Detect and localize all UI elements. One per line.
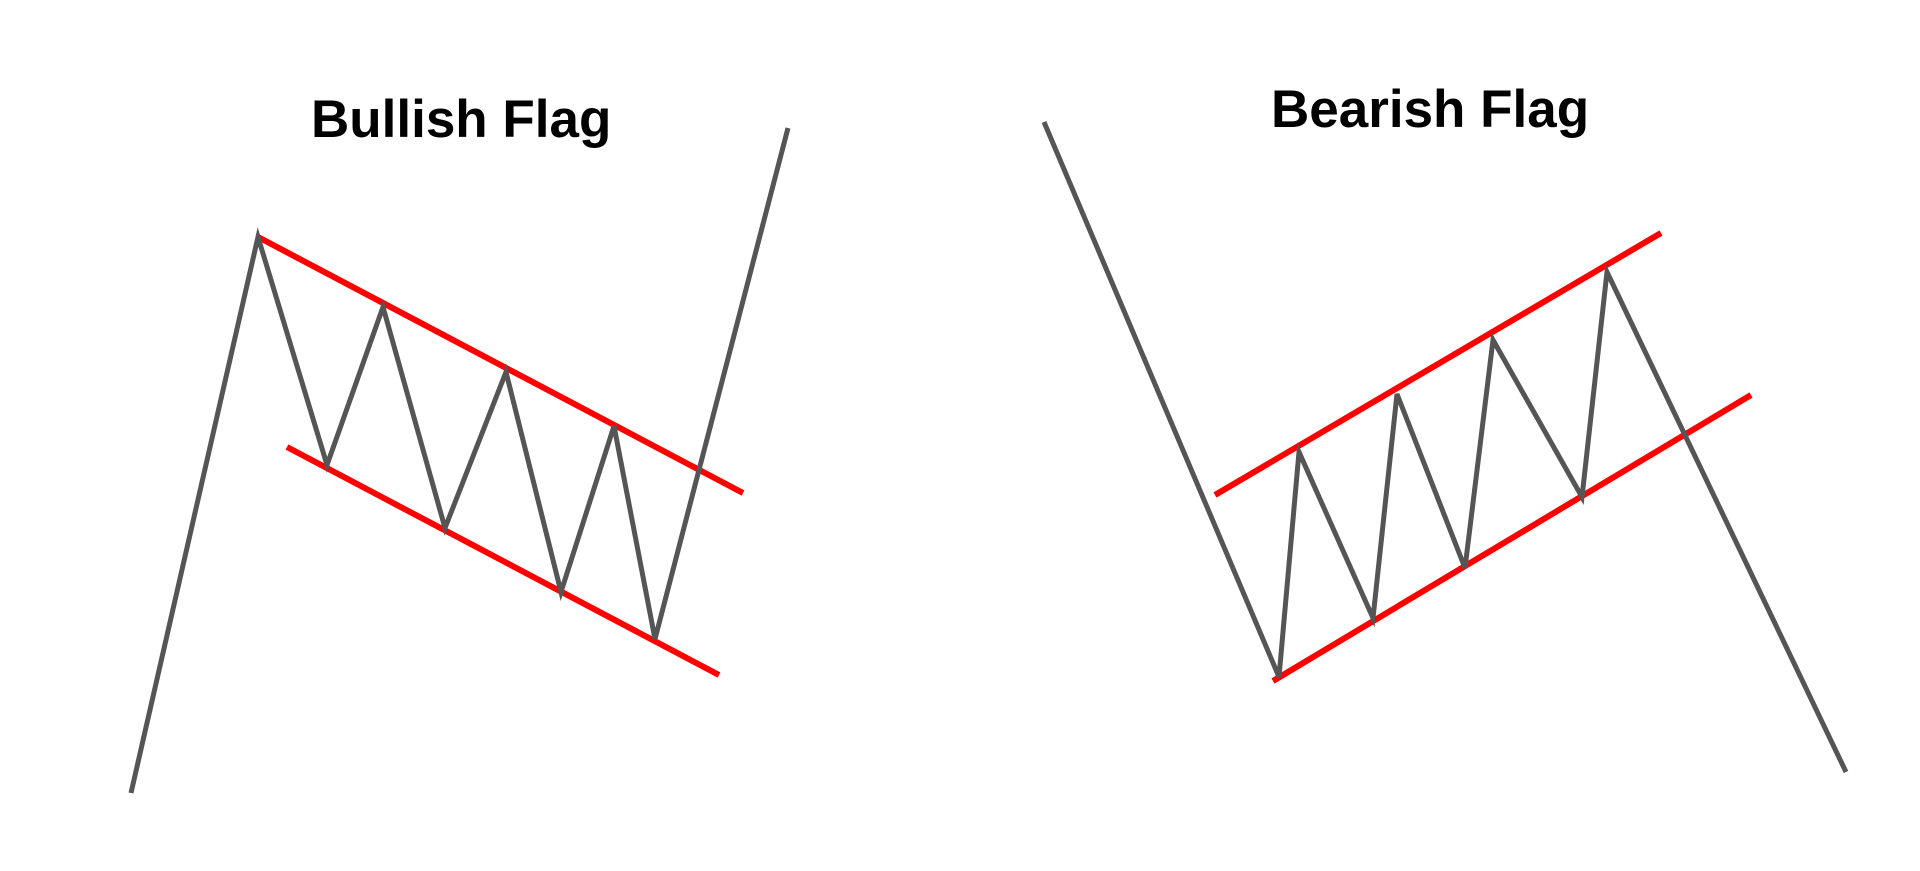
bullish-flag-graphic xyxy=(128,127,791,794)
bearish-flag-title: Bearish Flag xyxy=(1271,80,1590,139)
bullish-price-path xyxy=(128,127,791,794)
bullish-lower-trendline xyxy=(285,444,721,678)
bullish-flag-title: Bullish Flag xyxy=(311,90,612,149)
bearish-lower-trendline xyxy=(1271,392,1753,684)
bearish-price-path xyxy=(1041,121,1849,774)
bullish-upper-trendline xyxy=(256,234,745,496)
bearish-upper-trendline xyxy=(1213,230,1663,498)
bearish-flag-graphic xyxy=(1041,121,1849,774)
